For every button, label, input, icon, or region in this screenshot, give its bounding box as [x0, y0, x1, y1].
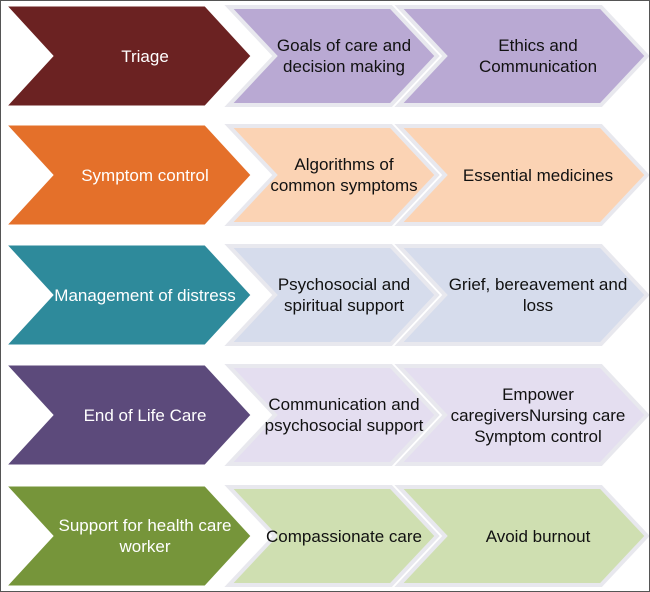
- row-triage: Triage Goals of care and decision making…: [1, 5, 649, 107]
- chevron-algorithms: [224, 124, 440, 226]
- chevron-communication-psychosocial: [224, 364, 440, 466]
- goals-of-care-label: Goals of care and decision making: [276, 36, 412, 76]
- row-end-of-life-care-chevrons: [5, 364, 649, 466]
- row-management-of-distress: Management of distress Psychosocial and …: [1, 244, 649, 346]
- triage-label: Triage: [121, 46, 169, 66]
- management-of-distress-label: Management of distress: [54, 285, 236, 305]
- chevron-essential-medicines: [394, 124, 649, 226]
- psychosocial-spiritual-label: Psychosocial and spiritual support: [277, 275, 411, 315]
- chevron-symptom-control: [5, 124, 252, 226]
- chevron-triage: [5, 5, 252, 107]
- chevron-avoid-burnout: [394, 485, 649, 587]
- row-end-of-life-care: End of Life Care Communication and psych…: [1, 364, 649, 466]
- chevron-psychosocial-spiritual: [224, 244, 440, 346]
- empower-caregivers-label: Empower caregiversNursing care Symptom c…: [450, 384, 626, 446]
- chevron-goals-of-care: [224, 5, 440, 107]
- row-symptom-control-chevrons: [5, 124, 649, 226]
- compassionate-care-label: Compassionate care: [266, 526, 422, 546]
- algorithms-label: Algorithms of common symptoms: [270, 155, 418, 195]
- avoid-burnout-label: Avoid burnout: [485, 526, 591, 546]
- support-health-care-worker-label: Support for health care worker: [58, 516, 232, 556]
- communication-psychosocial-label: Communication and psychosocial support: [264, 395, 424, 435]
- row-support-for-health-care-worker-chevrons: [5, 485, 649, 587]
- chevron-support-health-care-worker: [5, 485, 252, 587]
- chevron-management-of-distress: [5, 244, 252, 346]
- chevron-empower-caregivers: [394, 364, 649, 466]
- row-management-of-distress-chevrons: [5, 244, 649, 346]
- row-support-for-health-care-worker: Support for health care worker Compassio…: [1, 485, 649, 587]
- ethics-communication-label: Ethics and Communication: [478, 36, 598, 76]
- chevron-ethics-communication: [394, 5, 649, 107]
- row-triage-chevrons: [5, 5, 649, 107]
- essential-medicines-label: Essential medicines: [462, 165, 614, 185]
- symptom-control-label: Symptom control: [81, 165, 209, 185]
- end-of-life-care-label: End of Life Care: [83, 405, 207, 425]
- grief-bereavement-label: Grief, bereavement and loss: [448, 275, 628, 315]
- row-symptom-control: Symptom control Algorithms of common sym…: [1, 124, 649, 226]
- chevron-end-of-life-care: [5, 364, 252, 466]
- chevron-compassionate-care: [224, 485, 440, 587]
- chevron-grief-bereavement: [394, 244, 649, 346]
